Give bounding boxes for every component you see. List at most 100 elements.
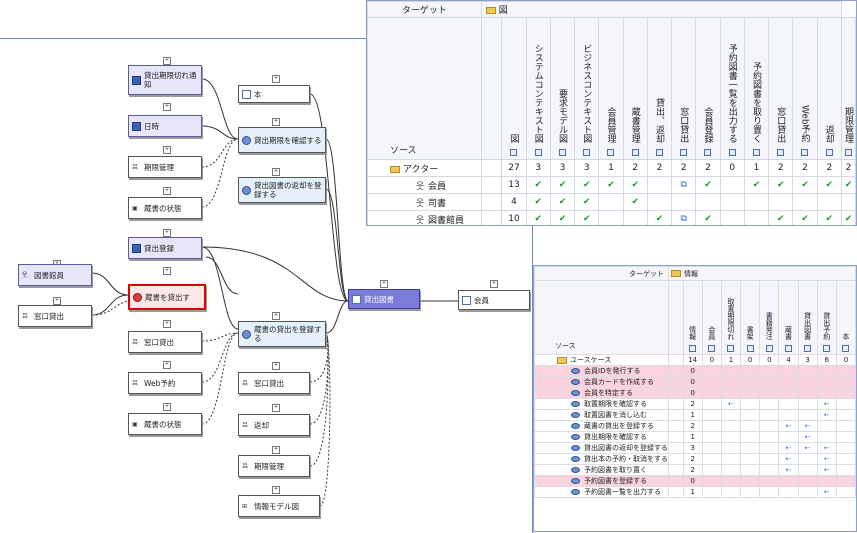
expand-toggle[interactable]: + [272, 446, 280, 454]
matrix-cell[interactable]: 2 [622, 159, 648, 177]
matrix-cell[interactable] [701, 464, 722, 476]
row-label[interactable]: 予約図書を取り置く [534, 464, 669, 476]
matrix-cell[interactable] [797, 409, 818, 421]
expand-toggle[interactable]: + [380, 280, 388, 288]
matrix-cell[interactable]: ✔ [622, 193, 648, 211]
matrix-cell[interactable] [720, 431, 742, 443]
node-register-return[interactable]: 貸出図書の返却を登録する [238, 177, 326, 203]
matrix-cell[interactable] [778, 365, 799, 377]
matrix-cell[interactable]: ✔ [574, 210, 600, 225]
matrix-cell[interactable] [743, 193, 770, 211]
matrix-cell[interactable]: 2 [682, 464, 703, 476]
matrix-cell[interactable]: 3 [525, 159, 551, 177]
matrix-cell[interactable] [835, 431, 856, 443]
matrix-cell[interactable] [701, 420, 722, 432]
node-book[interactable]: 本 [238, 85, 310, 103]
matrix-cell[interactable] [701, 453, 722, 465]
matrix-cell[interactable]: ✔ [549, 193, 576, 211]
matrix-cell[interactable]: 3 [574, 159, 600, 177]
matrix-cell[interactable]: 1 [598, 159, 624, 177]
m1-column-header[interactable]: 窓口貸出 [768, 17, 794, 160]
expand-toggle[interactable]: + [272, 404, 280, 412]
matrix-cell[interactable] [720, 453, 742, 465]
matrix-cell[interactable]: ✔ [792, 176, 818, 194]
matrix-cell[interactable]: 14 [682, 354, 703, 366]
matrix-cell[interactable] [816, 193, 843, 211]
matrix-cell[interactable] [701, 387, 722, 399]
matrix-cell[interactable]: 1 [743, 159, 770, 177]
matrix-cell[interactable] [720, 420, 742, 432]
expand-toggle[interactable]: + [163, 187, 171, 195]
node-book-status[interactable]: ▣ 蔵書の状態 [128, 197, 202, 219]
matrix-cell[interactable] [719, 176, 745, 194]
matrix-cell[interactable] [759, 442, 780, 454]
matrix-cell[interactable]: ⇠ [816, 442, 837, 454]
matrix-cell[interactable] [835, 387, 856, 399]
matrix-cell[interactable] [835, 486, 856, 498]
matrix-cell[interactable]: 3 [682, 442, 703, 454]
matrix-cell[interactable] [797, 453, 818, 465]
expand-toggle[interactable]: + [163, 361, 171, 369]
matrix-cell[interactable]: 1 [682, 431, 703, 443]
m1-column-header[interactable]: 要求モデル図 [549, 17, 576, 160]
row-label[interactable]: 取置図書を消し込む [534, 409, 669, 421]
node-register-book-lending[interactable]: 蔵書の貸出を登録する [238, 321, 326, 347]
expand-toggle[interactable]: + [272, 312, 280, 320]
matrix-cell[interactable]: 0 [835, 354, 856, 366]
matrix-cell[interactable] [701, 365, 722, 377]
matrix-cell[interactable]: ✔ [646, 210, 673, 225]
matrix-cell[interactable] [720, 365, 742, 377]
matrix-cell[interactable] [835, 442, 856, 454]
row-label[interactable]: アクター [367, 159, 482, 177]
matrix-cell[interactable] [720, 442, 742, 454]
matrix-cell[interactable] [646, 176, 673, 194]
node-lending-books[interactable]: 貸出図書 [348, 289, 420, 309]
matrix-cell[interactable] [719, 193, 745, 211]
m1-column-header[interactable]: 予約図書一覧を出力する [719, 17, 745, 160]
matrix-cell[interactable] [740, 442, 761, 454]
expand-toggle[interactable]: + [163, 267, 171, 275]
matrix-cell[interactable] [646, 193, 673, 211]
matrix-cell[interactable] [740, 464, 761, 476]
matrix-cell[interactable] [778, 486, 799, 498]
m2-column-header[interactable]: 情報 [682, 280, 703, 355]
matrix-cell[interactable] [759, 431, 780, 443]
matrix-cell[interactable] [778, 376, 799, 388]
node-counter-lending[interactable]: 吕 窓口貸出 [128, 331, 202, 353]
matrix-cell[interactable] [720, 409, 742, 421]
matrix-cell[interactable]: 2 [816, 159, 843, 177]
matrix-cell[interactable] [740, 376, 761, 388]
matrix-cell[interactable] [701, 409, 722, 421]
relationship-matrix-diagrams[interactable]: ターゲット 図 ソース 図システムコンテキスト図要求モデル図ビジネスコンテキスト… [366, 0, 857, 226]
matrix-cell[interactable] [598, 210, 624, 225]
matrix-cell[interactable] [816, 431, 837, 443]
node-book-status-2[interactable]: ▣ 蔵書の状態 [128, 413, 202, 435]
matrix-cell[interactable] [720, 486, 742, 498]
matrix-cell[interactable]: 2 [682, 420, 703, 432]
matrix-cell[interactable]: 0 [682, 475, 703, 487]
matrix-cell[interactable] [720, 464, 742, 476]
matrix-cell[interactable] [835, 420, 856, 432]
matrix-cell[interactable] [778, 409, 799, 421]
matrix-cell[interactable]: ⧉ [671, 176, 697, 194]
node-deadline-mgmt[interactable]: 吕 期限管理 [128, 156, 202, 178]
matrix-cell[interactable] [835, 398, 856, 410]
m2-column-header[interactable]: 書架 [740, 280, 761, 355]
matrix-cell[interactable] [701, 398, 722, 410]
matrix-cell[interactable]: ⇠ [816, 409, 837, 421]
expand-toggle[interactable]: + [163, 146, 171, 154]
m1-column-header[interactable]: ビジネスコンテキスト図 [574, 17, 600, 160]
matrix-cell[interactable] [778, 431, 799, 443]
m1-column-header[interactable]: 図 [501, 17, 527, 160]
matrix-cell[interactable] [759, 420, 780, 432]
matrix-cell[interactable] [797, 387, 818, 399]
matrix-cell[interactable] [759, 453, 780, 465]
